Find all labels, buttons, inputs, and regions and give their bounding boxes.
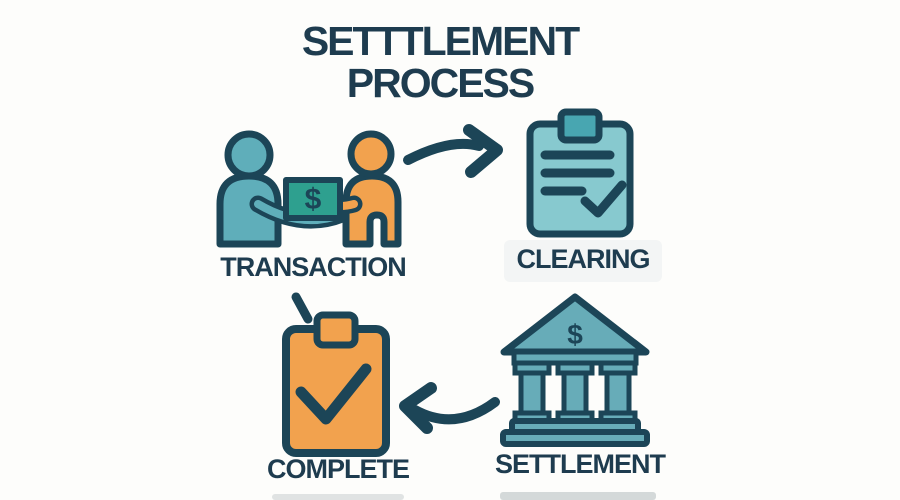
step-settlement: $	[500, 292, 650, 447]
settlement-floor-shadow	[500, 492, 656, 500]
step-complete	[281, 311, 391, 457]
step-label-transaction: TRANSACTION	[220, 252, 407, 282]
document-checklist-icon	[526, 108, 634, 238]
step-label-clearing: CLEARING	[516, 244, 651, 274]
step-label-complete: COMPLETE	[266, 454, 410, 484]
money-exchange-people-icon: $	[216, 130, 402, 248]
arrow-transaction-to-clearing-icon	[403, 124, 503, 178]
step-transaction: $	[212, 126, 412, 248]
arrow-settlement-to-complete-icon	[399, 382, 500, 434]
currency-symbol: $	[567, 319, 583, 350]
diagram-title-line2: PROCESS	[346, 60, 536, 106]
clearing-label-shadow	[504, 240, 662, 282]
clipboard-checkmark-icon	[282, 311, 390, 457]
dash-transaction-to-complete-icon	[291, 292, 313, 324]
complete-floor-shadow	[272, 494, 404, 500]
step-label-settlement: SETTLEMENT	[495, 449, 666, 479]
diagram-title-line1: SETTTLEMENT	[301, 18, 580, 64]
bank-building-icon: $	[500, 293, 650, 447]
diagram-title: SETTTLEMENT PROCESS	[190, 20, 690, 104]
step-clearing	[525, 108, 635, 239]
currency-symbol: $	[305, 183, 322, 216]
